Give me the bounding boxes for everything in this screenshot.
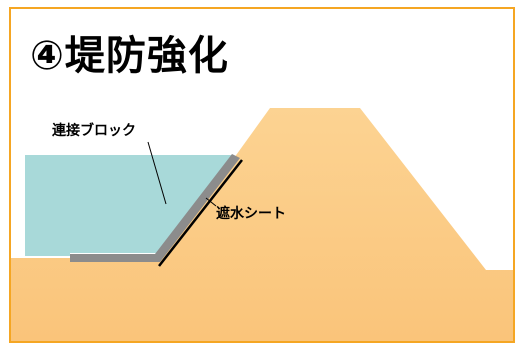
levee-embankment bbox=[11, 108, 513, 341]
block-label: 連接ブロック bbox=[52, 123, 136, 139]
sheet-leader-line bbox=[205, 197, 217, 207]
impermeable-sheet bbox=[158, 159, 243, 267]
block-leader-line bbox=[147, 141, 167, 205]
sheet-label: 遮水シート bbox=[216, 206, 286, 222]
diagram-title: ④堤防強化 bbox=[30, 33, 229, 79]
river-water bbox=[25, 155, 234, 256]
